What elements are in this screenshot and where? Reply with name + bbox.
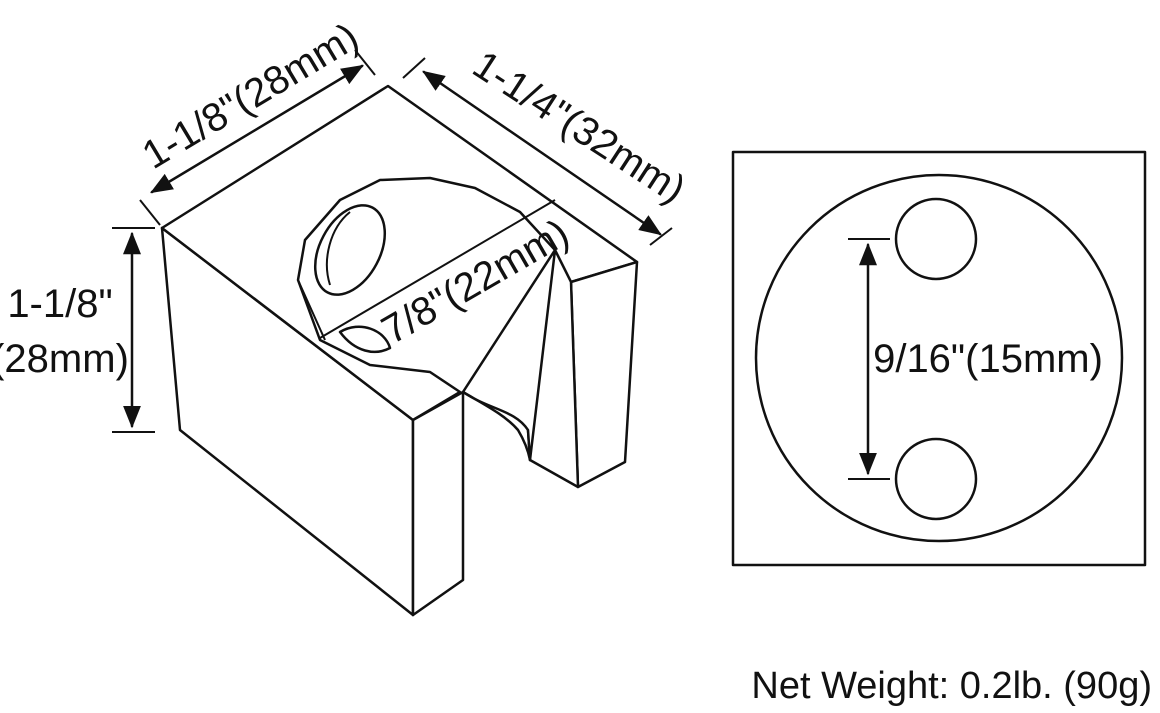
bracket-front-face-right [569, 260, 639, 489]
hole-spacing-label: 9/16"(15mm) [873, 337, 1103, 381]
net-weight-label: Net Weight: 0.2lb. (90g) [751, 665, 1152, 707]
upper-screw-hole [313, 204, 387, 296]
bracket-front-face-left [411, 390, 465, 617]
dimension-height-label-line2: (28mm) [0, 337, 129, 381]
dimension-height: 1-1/8" (28mm) [0, 227, 155, 433]
back-view-lower-hole [894, 437, 978, 521]
bracket-back-view: 9/16"(15mm) [731, 150, 1147, 567]
back-view-upper-hole [894, 197, 978, 281]
dimension-height-label-line1: 1-1/8" [7, 282, 112, 326]
back-view-disc [754, 173, 1124, 543]
lower-screw-hole [338, 325, 392, 353]
